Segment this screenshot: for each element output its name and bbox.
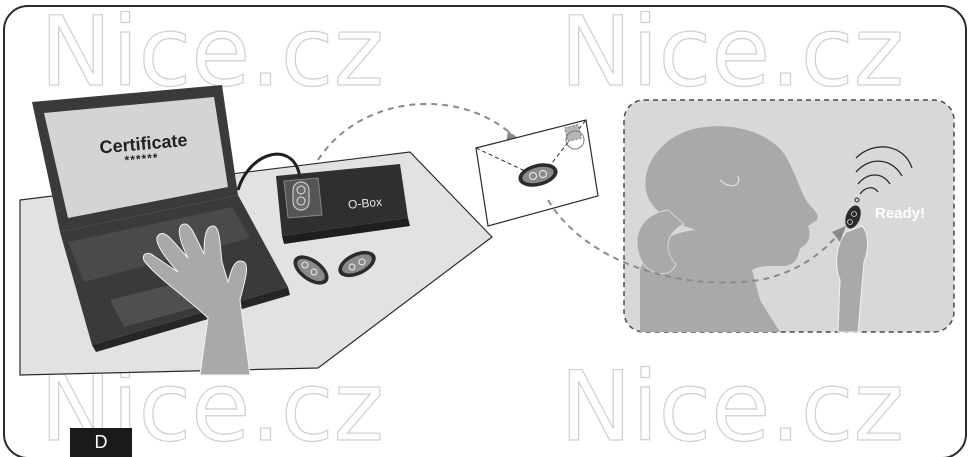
shipping-envelope bbox=[476, 120, 598, 226]
watermark-text: Nice.cz bbox=[560, 351, 904, 457]
watermark-text: Nice.cz bbox=[560, 0, 904, 108]
certificate-password: ****** bbox=[124, 150, 159, 167]
obox-label: O-Box bbox=[347, 195, 382, 212]
ready-status-label: Ready! bbox=[875, 205, 925, 222]
panel-label-badge: D bbox=[70, 428, 132, 457]
